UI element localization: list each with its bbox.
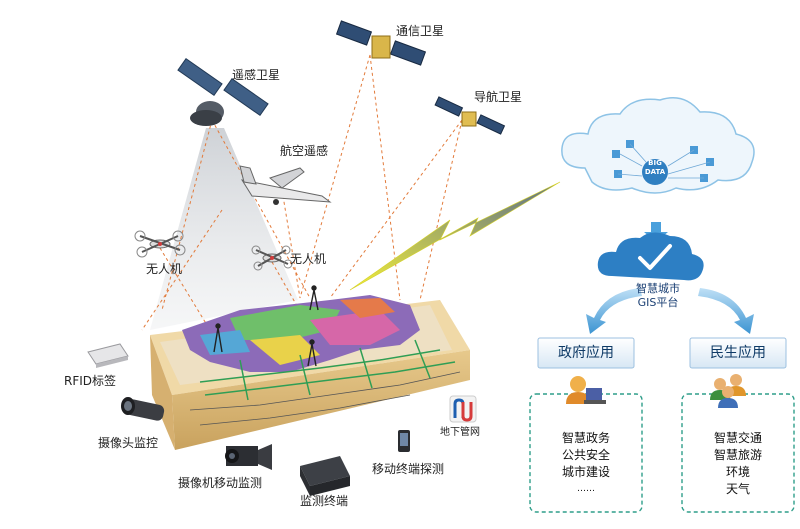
mobile-phone-icon	[398, 430, 410, 452]
terminal-label: 监测终端	[300, 494, 349, 508]
aviation-remote-sensing-label: 航空遥感	[280, 144, 329, 158]
uav-left-label: 无人机	[146, 262, 183, 276]
smart-city-label: 智慧城市 GIS平台	[618, 282, 698, 310]
uav-right-label: 无人机	[290, 252, 327, 266]
lightning-bolt	[349, 181, 561, 291]
pipeline-icon	[449, 395, 477, 423]
gov-app-item: 城市建设	[561, 465, 610, 479]
gov-app-list: 智慧政务 公共安全 城市建设 ……	[531, 430, 641, 498]
signal-towers	[213, 285, 319, 367]
big-data-line2: DATA	[644, 168, 666, 176]
aircraft-icon	[239, 165, 332, 205]
live-app-item: 天气	[725, 482, 750, 496]
gov-app-item: 公共安全	[561, 448, 610, 462]
live-app-item: 智慧交通	[713, 431, 762, 445]
big-data-line1: BIG	[648, 159, 662, 167]
livelihood-users-icon	[710, 374, 746, 408]
gov-app-item: 智慧政务	[561, 431, 610, 445]
uav-left-icon	[134, 230, 186, 258]
rfid-tag-icon	[87, 343, 129, 368]
pipeline-label: 地下管网	[440, 427, 480, 438]
smart-city-cloud	[597, 232, 704, 281]
camcorder-label: 摄像机移动监测	[178, 476, 263, 490]
remote-sensing-satellite-icon	[177, 57, 269, 126]
camera-icon	[121, 397, 165, 421]
branch-arrows	[586, 288, 754, 334]
navigation-satellite-icon	[434, 96, 506, 135]
smart-city-line1: 智慧城市	[636, 282, 680, 295]
gov-title-box	[537, 337, 635, 369]
satellite-beam	[150, 128, 298, 330]
communication-satellite-icon	[335, 20, 427, 66]
city-map-slab	[150, 295, 470, 450]
monitoring-terminal-icon	[300, 456, 350, 496]
remote-sensing-satellite-label: 遥感卫星	[232, 68, 281, 82]
live-title-box	[689, 337, 787, 369]
communication-satellite-label: 通信卫星	[396, 24, 445, 38]
live-app-item: 环境	[725, 465, 750, 479]
big-data-cloud	[561, 97, 755, 194]
live-app-list: 智慧交通 智慧旅游 环境 天气	[683, 430, 793, 498]
camera-label: 摄像头监控	[98, 436, 159, 450]
live-app-item: 智慧旅游	[713, 448, 762, 462]
government-user-icon	[566, 376, 606, 404]
big-data-label: BIG DATA	[640, 159, 670, 177]
smart-city-line2: GIS平台	[637, 296, 679, 309]
gov-app-title: 政府应用	[558, 345, 614, 361]
gov-app-item: ……	[577, 484, 595, 494]
navigation-satellite-label: 导航卫星	[474, 90, 523, 104]
camcorder-icon	[225, 444, 272, 470]
uav-right-icon	[251, 245, 293, 271]
mobile-probe-label: 移动终端探测	[372, 462, 445, 476]
live-app-title: 民生应用	[710, 345, 766, 361]
rfid-label: RFID标签	[64, 374, 117, 388]
